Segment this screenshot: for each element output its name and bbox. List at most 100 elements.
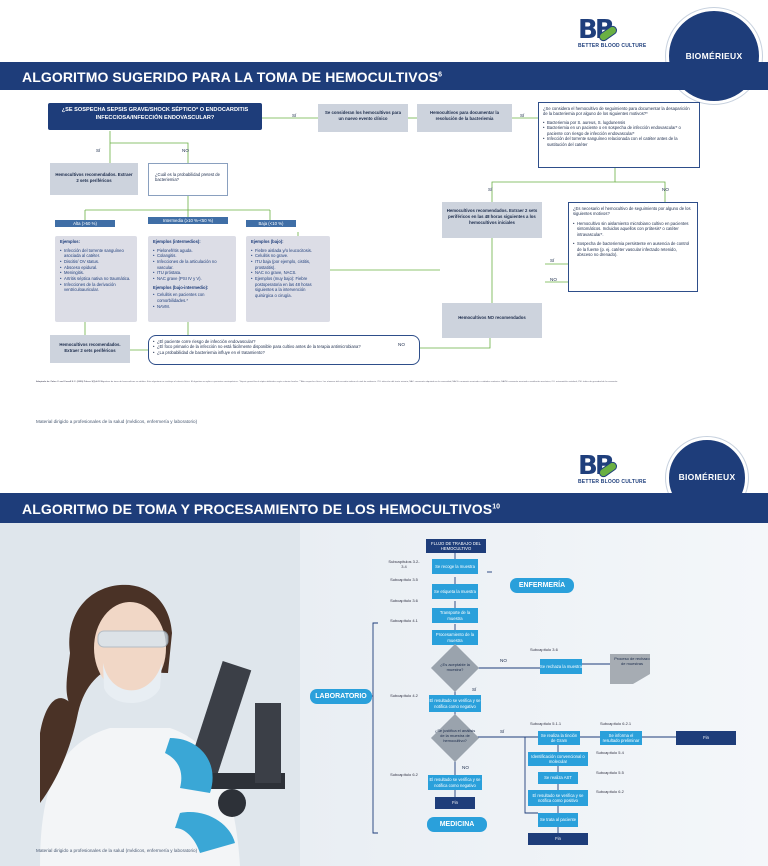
- step-processing: Procesamiento de la muestra: [432, 630, 478, 645]
- step-subchapter: Subcapítulo 3.6: [390, 598, 418, 603]
- intermediate-examples: Ejemplos (intermedios): Pielonefritis ag…: [148, 236, 236, 322]
- slide-sampling-algorithm: BB BETTER BLOOD CULTURE BIOMÉRIEUX ALGOR…: [0, 0, 768, 433]
- label-yes: SÍ: [500, 729, 505, 734]
- footnote: Adaptado de: Fabre V. and Carroll K.C. (…: [36, 381, 618, 383]
- example-item: Pielonefritis aguda.: [153, 248, 231, 254]
- header-area: [0, 433, 768, 493]
- prelim-result-box: Se informa el resultado preliminar: [600, 731, 642, 745]
- label-yes: SÍ: [550, 258, 555, 263]
- id-subchapter: Subcapítulo 5.4: [596, 750, 624, 755]
- example-item: Colangitis.: [153, 253, 231, 259]
- recommended-box: Hemocultivos recomendados. Extraer 2 set…: [50, 163, 138, 195]
- not-recommended-box: Hemocultivos NO recomendados: [442, 303, 542, 338]
- neg2-subchapter: Subcapítulo 6.2: [390, 772, 418, 777]
- example-item: Infección del torrente sanguíneo asociad…: [60, 248, 132, 259]
- followup-question: ¿Se considera el hemocultivo de seguimie…: [538, 102, 700, 168]
- page-title: ALGORITMO SUGERIDO PARA LA TOMA DE HEMOC…: [22, 69, 443, 85]
- material-note: Material dirigido a profesionales de la …: [36, 848, 198, 853]
- label-no: NO: [182, 148, 189, 153]
- level-low: Baja (<10 %): [246, 220, 296, 228]
- ast-subchapter: Subcapítulo 5.5: [596, 770, 624, 775]
- level-high: Alta (>50 %): [55, 220, 115, 228]
- persist-question-title: ¿Es necesario el hemocultivo de seguimie…: [573, 206, 691, 217]
- label-no: NO: [500, 658, 507, 663]
- material-note: Material dirigido a profesionales de la …: [36, 419, 198, 424]
- reject-process: Proceso de rechazo de muestras: [614, 656, 650, 666]
- title-bar: [0, 62, 768, 90]
- gram-subchapter: Subcapítulo 5.1.1: [530, 721, 562, 726]
- recommended-48h-box: Hemocultivos recomendados. Extraer 2 set…: [442, 202, 542, 238]
- step-subchapter: Subcapítulo 3.5: [390, 577, 418, 582]
- label-yes: SÍ: [292, 113, 297, 118]
- recommended-box-bottom: Hemocultivos recomendados. Extraer 2 set…: [50, 335, 130, 363]
- page-title: ALGORITMO DE TOMA Y PROCESAMIENTO DE LOS…: [22, 501, 501, 517]
- low-examples: Ejemplos (bajo): Fiebre aislada y/o leuc…: [246, 236, 330, 322]
- document-resolution-box: Hemocultivos para documentar la resoluci…: [417, 104, 512, 132]
- label-no: NO: [550, 277, 557, 282]
- example-item: ITU baja (por ejemplo, cistitis, prostat…: [251, 259, 325, 270]
- slide-processing-algorithm: BB BETTER BLOOD CULTURE BIOMÉRIEUX ALGOR…: [0, 433, 768, 866]
- example-item: Infecciones de la derivación ventriculoa…: [60, 282, 132, 293]
- example-item: NAVM.: [153, 304, 231, 310]
- better-blood-culture-logo: BB BETTER BLOOD CULTURE: [578, 451, 647, 485]
- medicine-label: MEDICINA: [427, 817, 487, 832]
- example-item: ITU próstata.: [153, 270, 231, 276]
- scientist-microscope-image: [0, 523, 300, 866]
- end-box: Fin: [435, 797, 475, 809]
- step-subchapter: Subcapítulos 3.2-3.4: [388, 559, 420, 569]
- step-transport: Transporte de la muestra: [432, 608, 478, 623]
- new-episode-box: Se consideran los hemocultivos para un n…: [318, 104, 408, 132]
- label-yes: SÍ: [96, 148, 101, 153]
- example-item: Fiebre aislada y/o leucocitosis.: [251, 248, 325, 254]
- persist-question: ¿Es necesario el hemocultivo de seguimie…: [568, 202, 698, 292]
- example-item: NAC no grave, NACS.: [251, 270, 325, 276]
- followup-item: Infección del torrente sanguíneo relacio…: [543, 136, 695, 147]
- better-blood-culture-logo: BB BETTER BLOOD CULTURE: [578, 15, 647, 49]
- label-no: NO: [662, 187, 669, 192]
- title-bar: [0, 493, 768, 523]
- example-item: Celulitis no grave.: [251, 253, 325, 259]
- level-intermediate: Intermedia (≥10 %-<50 %): [148, 217, 228, 225]
- final-question-item: ¿El foco primario de la infección no est…: [153, 344, 415, 350]
- end-box: Fin: [528, 833, 588, 845]
- laboratory-label: LABORATORIO: [310, 689, 372, 704]
- positive-result-box: El resultado se verifica y se notifica c…: [528, 790, 588, 806]
- followup-item: Bacteriemia en un paciente o en sospecha…: [543, 125, 695, 136]
- step-subchapter: Subcapítulo 4.1: [390, 618, 418, 623]
- reject-box: Se rechaza la muestra: [540, 659, 582, 674]
- example-item: Meningitis.: [60, 270, 132, 276]
- example-item: Infecciones de la articulación no vascul…: [153, 259, 231, 270]
- example-item: Celulitis en pacientes con comorbilidade…: [153, 292, 231, 303]
- final-question: ¿El paciente corre riesgo de infección e…: [148, 335, 420, 365]
- negative-result-box: El resultado se verifica y se notifica c…: [429, 695, 481, 712]
- end-box: Fin: [676, 731, 736, 745]
- final-question-item: ¿La probabilidad de bacteriemia influye …: [153, 350, 415, 356]
- nursing-label: ENFERMERÍA: [510, 578, 574, 593]
- followup-question-title: ¿Se considera el hemocultivo de seguimie…: [543, 106, 690, 117]
- label-yes: SÍ: [520, 113, 525, 118]
- persist-item: Hemocultivo sin aislamiento microbiano c…: [573, 221, 693, 237]
- final-subchapter: Subcapítulo 6.2: [596, 789, 624, 794]
- example-item: Ejemplos (muy bajo): Fiebre postoperator…: [251, 276, 325, 299]
- label-no: NO: [398, 342, 405, 347]
- label-yes: SÍ: [488, 187, 493, 192]
- example-item: Absceso epidural.: [60, 265, 132, 271]
- neg-subchapter: Subcapítulo 4.2: [390, 693, 418, 698]
- workflow-title: FLUJO DE TRABAJO DEL HEMOCULTIVO: [426, 539, 486, 553]
- ast-box: Se realiza AST: [538, 772, 578, 784]
- persist-item: Sospecha de bacteriemia persistente en a…: [573, 241, 693, 257]
- flow-connectors: [84, 117, 666, 351]
- step-collect: Se recoge la muestra: [432, 559, 478, 574]
- flow-connectors: [368, 551, 676, 834]
- reject-process-shape: [610, 654, 650, 684]
- example-item: Artritis séptica nativa no traumática.: [60, 276, 132, 282]
- negative-result-box-2: El resultado se verifica y se notifica c…: [428, 775, 482, 790]
- followup-item: Bacteriemia por S. aureus, S. lugdunensi…: [543, 120, 695, 126]
- prelim-subchapter: Subcapítulo 6.2.1: [600, 721, 632, 726]
- final-question-item: ¿El paciente corre riesgo de infección e…: [153, 339, 415, 345]
- gram-stain-box: Se realiza la tinción de Gram: [538, 731, 580, 745]
- accept-question: ¿Es aceptable la muestra?: [440, 662, 470, 672]
- high-examples: Ejemplos: Infección del torrente sanguín…: [55, 236, 137, 322]
- treat-patient-box: Se trata al paciente: [538, 813, 578, 827]
- step-label: Se etiqueta la muestra: [432, 584, 478, 599]
